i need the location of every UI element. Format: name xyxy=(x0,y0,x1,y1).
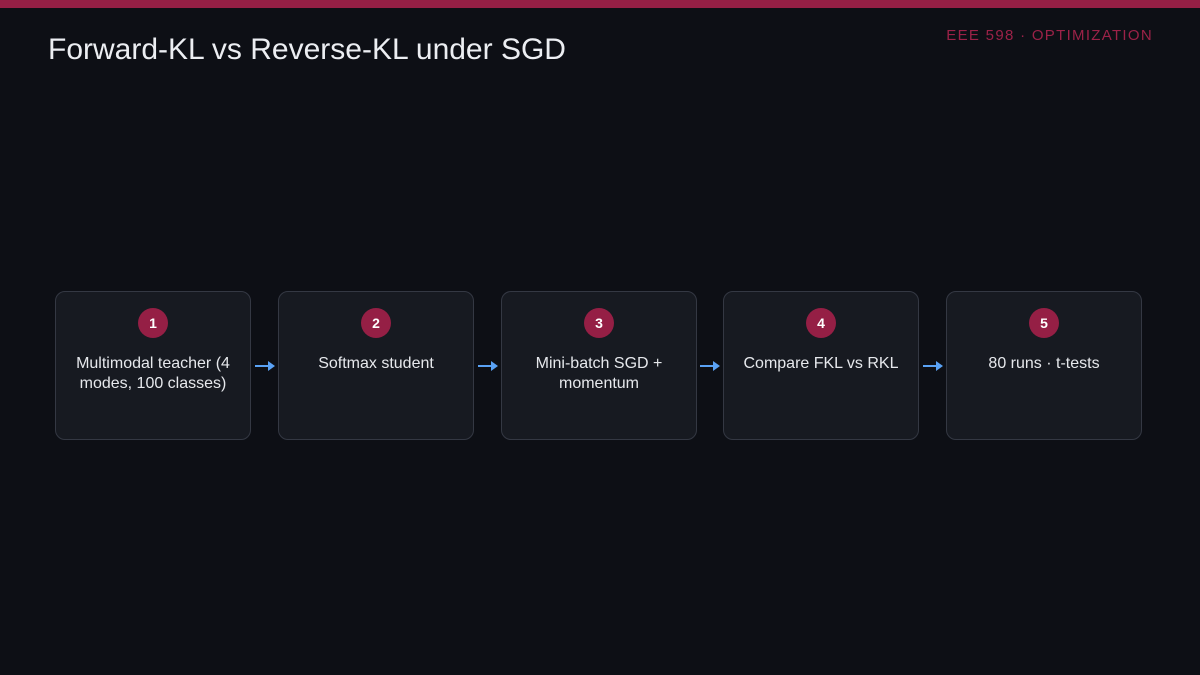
step-card-5: 5 80 runs · t-tests xyxy=(946,291,1142,440)
step-label: Mini-batch SGD + momentum xyxy=(535,355,663,392)
step-number-badge: 1 xyxy=(138,308,168,338)
pipeline-flow: 1 Multimodal teacher (4 modes, 100 class… xyxy=(55,291,1145,442)
step-label: Multimodal teacher (4 modes, 100 classes… xyxy=(76,355,230,392)
course-tag: EEE 598 · OPTIMIZATION xyxy=(946,27,1153,44)
slide-title: Forward-KL vs Reverse-KL under SGD xyxy=(48,33,566,66)
arrow-right-icon xyxy=(255,361,275,371)
step-number-badge: 3 xyxy=(584,308,614,338)
accent-top-bar xyxy=(0,0,1200,8)
step-number-badge: 2 xyxy=(361,308,391,338)
step-number-badge: 5 xyxy=(1029,308,1059,338)
arrow-right-icon xyxy=(700,361,720,371)
step-card-3: 3 Mini-batch SGD + momentum xyxy=(501,291,697,440)
step-card-1: 1 Multimodal teacher (4 modes, 100 class… xyxy=(55,291,251,440)
step-number-badge: 4 xyxy=(806,308,836,338)
arrow-right-icon xyxy=(478,361,498,371)
step-card-2: 2 Softmax student xyxy=(278,291,474,440)
step-label: 80 runs · t-tests xyxy=(988,355,1100,372)
step-label: Compare FKL vs RKL xyxy=(743,355,899,372)
step-label: Softmax student xyxy=(318,355,434,372)
arrow-right-icon xyxy=(923,361,943,371)
step-card-4: 4 Compare FKL vs RKL xyxy=(723,291,919,440)
